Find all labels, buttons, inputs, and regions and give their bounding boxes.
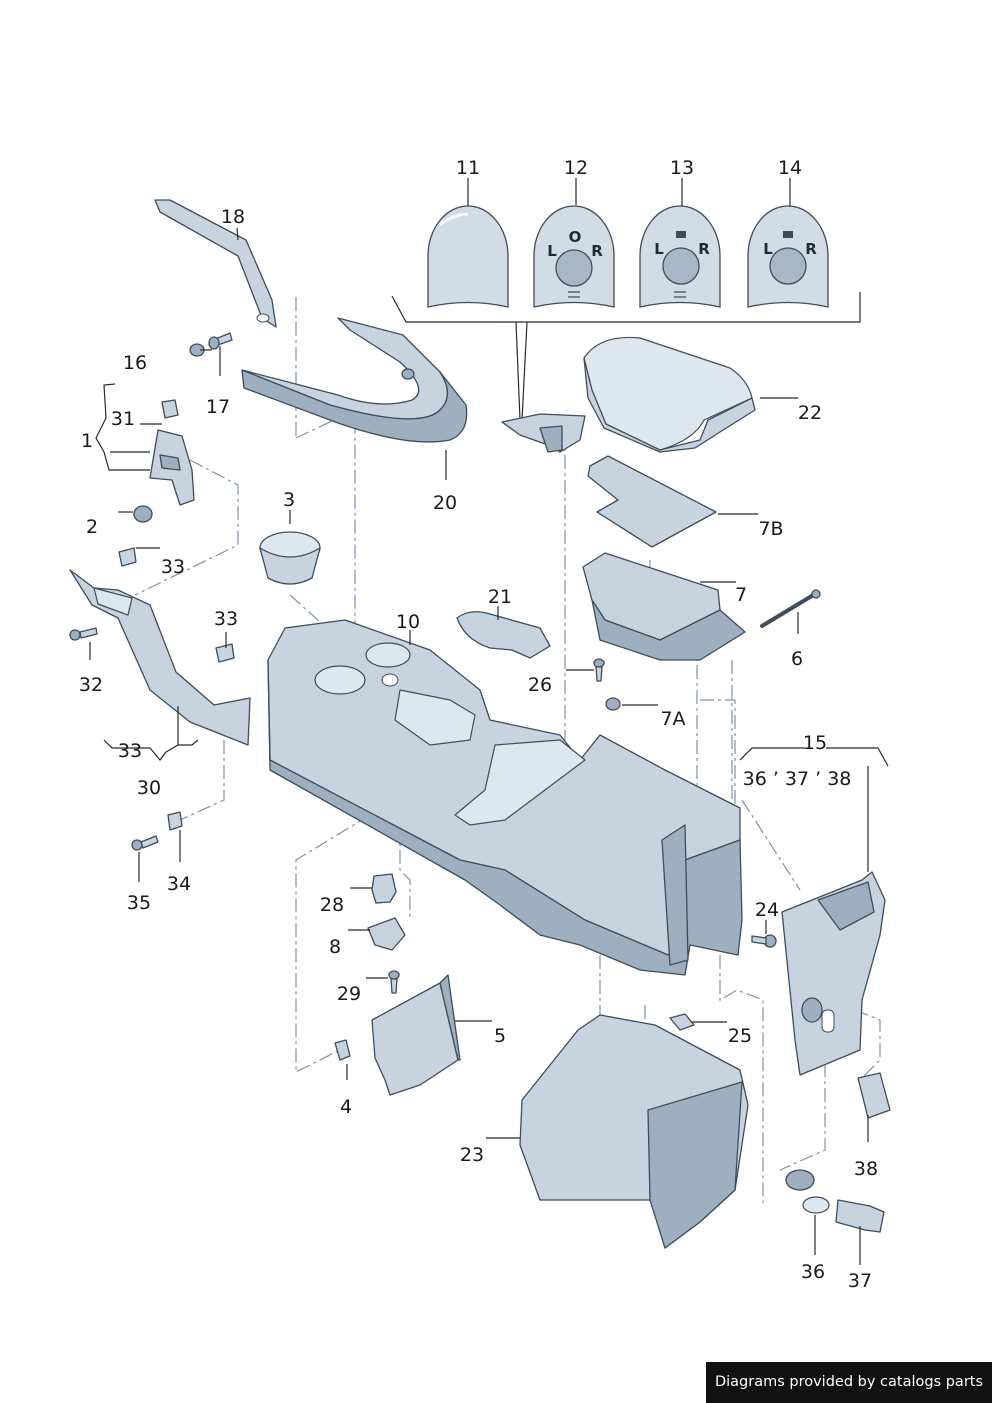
label-26: 26 [528, 674, 552, 696]
bracket-5 [371, 974, 461, 1096]
label-25: 25 [728, 1025, 752, 1047]
label-13: 13 [670, 157, 694, 179]
knob-12-right-letter: R [591, 242, 603, 260]
screw-29 [388, 970, 400, 994]
knob-12-center-letter: O [569, 228, 582, 246]
label-2: 2 [86, 516, 98, 538]
label-16: 16 [123, 352, 147, 374]
label-34: 34 [167, 873, 191, 895]
label-36: 36 [801, 1261, 825, 1283]
label-37: 37 [848, 1270, 872, 1292]
switch-38 [857, 1072, 891, 1119]
knob-13: L R [639, 205, 721, 308]
label-22: 22 [798, 402, 822, 424]
pin-6 [760, 589, 821, 628]
leader-lines [89, 178, 889, 1265]
switch-bracket [501, 413, 586, 453]
label-11: 11 [456, 157, 480, 179]
panel-15 [781, 871, 886, 1076]
holder-8 [367, 917, 406, 951]
mat-7B [587, 455, 717, 548]
label-18: 18 [221, 206, 245, 228]
label-6: 6 [791, 648, 803, 670]
label-20: 20 [433, 492, 457, 514]
label-3: 3 [283, 489, 295, 511]
label-23: 23 [460, 1144, 484, 1166]
knob-12-left-letter: L [547, 242, 557, 260]
label-17: 17 [206, 396, 230, 418]
clip-25 [669, 1013, 695, 1031]
knob-12: L O R [533, 205, 615, 308]
knob-14-left-letter: L [763, 240, 773, 258]
armrest-lid-22 [583, 336, 756, 453]
label-10: 10 [396, 611, 420, 633]
label-4: 4 [340, 1096, 352, 1118]
part-labels: 11 12 13 14 18 16 17 31 1 2 3 33 33 32 3… [79, 157, 878, 1292]
clip-4 [334, 1039, 351, 1061]
label-33-mid: 33 [214, 608, 238, 630]
clip-7A [605, 697, 621, 711]
clip-28 [371, 873, 397, 904]
label-5: 5 [494, 1025, 506, 1047]
lighter-37 [835, 1199, 885, 1233]
cup-holder-3 [259, 531, 321, 585]
label-28: 28 [320, 894, 344, 916]
tray-7 [582, 552, 746, 661]
nut-2 [133, 505, 153, 523]
label-15: 15 [803, 732, 827, 754]
label-30: 30 [137, 777, 161, 799]
label-38: 38 [854, 1158, 878, 1180]
knob-14: L R [747, 205, 829, 308]
storage-box-23 [519, 1014, 749, 1249]
screw-24 [751, 934, 777, 948]
label-14: 14 [778, 157, 802, 179]
screw-26 [593, 658, 605, 682]
label-7A: 7A [660, 708, 685, 730]
knob-13-left-letter: L [654, 240, 664, 258]
screw-16-17 [189, 332, 233, 357]
label-24: 24 [755, 899, 779, 921]
label-7B: 7B [758, 518, 783, 540]
knob-14-right-letter: R [805, 240, 817, 258]
screw-35-clip-34 [131, 811, 183, 851]
label-8: 8 [329, 936, 341, 958]
clip-33-upper [118, 547, 137, 567]
label-15-subparts: 36 ’ 37 ’ 38 [743, 768, 852, 790]
trim-30 [69, 569, 251, 746]
label-31: 31 [111, 408, 135, 430]
defrost-icon [676, 231, 686, 238]
clip-31 [161, 399, 179, 419]
defrost-icon [783, 231, 793, 238]
knob-13-right-letter: R [698, 240, 710, 258]
knob-bracket-leader [515, 321, 521, 421]
socket-36 [785, 1169, 830, 1214]
clip-33-mid [215, 643, 235, 663]
screw-32 [69, 627, 98, 641]
knob-group-bracket [391, 292, 861, 323]
label-1: 1 [81, 430, 93, 452]
label-32: 32 [79, 674, 103, 696]
label-7: 7 [735, 584, 747, 606]
credit-banner: Diagrams provided by catalogs parts [706, 1362, 992, 1403]
label-12: 12 [564, 157, 588, 179]
console-10 [267, 619, 743, 976]
label-21: 21 [488, 586, 512, 608]
trim-21 [456, 611, 551, 659]
label-33-lower: 33 [118, 740, 142, 762]
label-33-upper: 33 [161, 556, 185, 578]
label-35: 35 [127, 892, 151, 914]
label-29: 29 [337, 983, 361, 1005]
trim-20 [241, 317, 468, 443]
knob-11 [427, 205, 509, 308]
trim-18 [154, 199, 277, 328]
bracket-1 [149, 429, 195, 506]
